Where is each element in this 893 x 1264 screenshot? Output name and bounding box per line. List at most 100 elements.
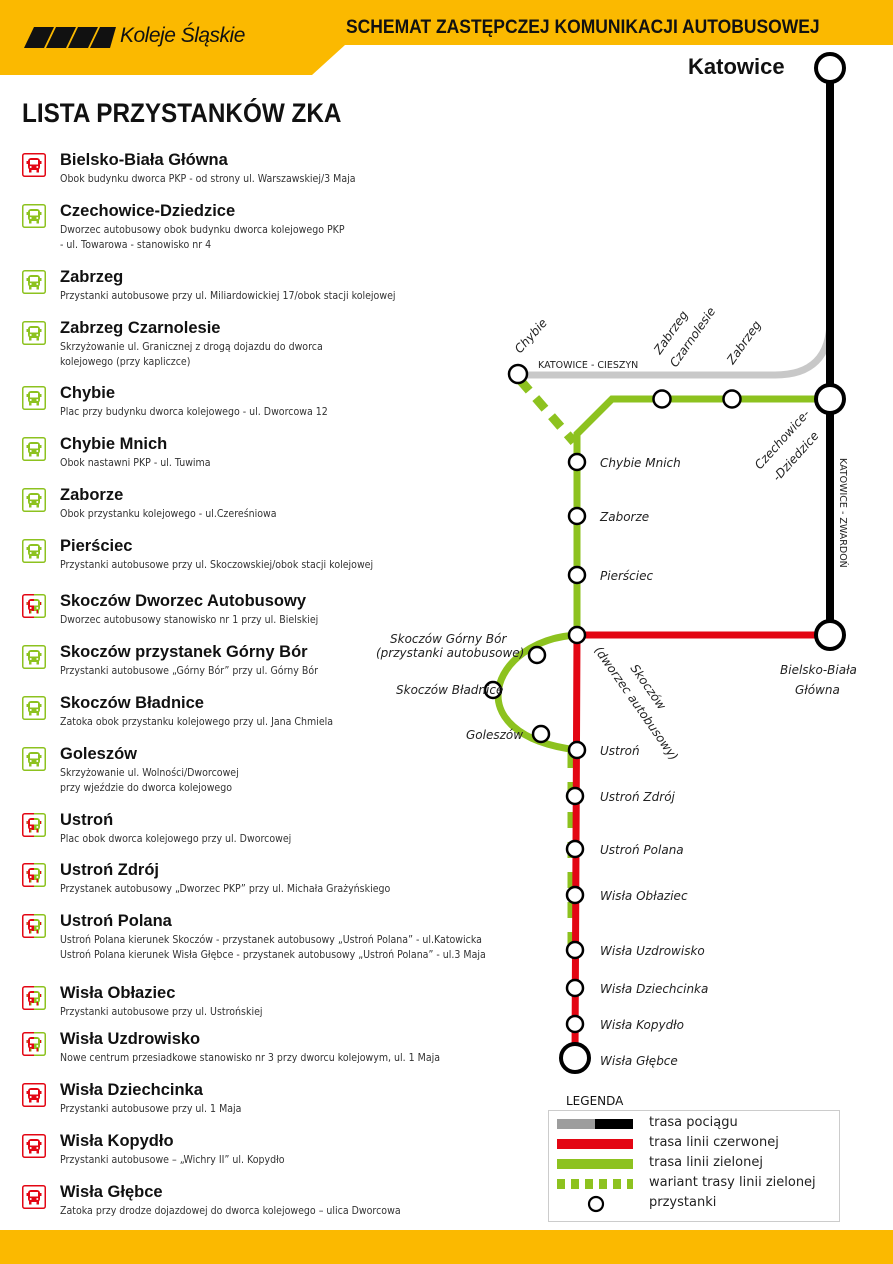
stop-description: Przystanki autobusowe przy ul. 1 Maja [60, 1102, 241, 1117]
stop-name: Czechowice-Dziedzice [60, 202, 236, 220]
legend-item-green-variant: wariant trasy linii zielonej [549, 1175, 839, 1193]
stop-marker-wisla-uzdrowisko [565, 940, 585, 960]
legend-swatch-green [557, 1159, 633, 1169]
stop-description-line: - ul. Towarowa - stanowisko nr 4 [60, 239, 212, 251]
stop-marker-ustron [567, 740, 587, 760]
map-label-goleszow: Goleszów [466, 728, 523, 742]
map-label-wisla-dziechcinka: Wisła Dziechcinka [600, 982, 708, 996]
map-label-wisla-uzdrowisko: Wisła Uzdrowisko [600, 944, 705, 958]
bus-icon [22, 696, 46, 720]
stop-name: Ustroń Polana [60, 912, 172, 930]
stop-description: Przystanki autobusowe – „Wichry II” ul. … [60, 1153, 285, 1168]
stop-description-line: Przystanki autobusowe „Górny Bór” przy u… [60, 665, 319, 677]
legend-item-red-line: trasa linii czerwonej [549, 1135, 839, 1153]
stop-marker-czechowice [814, 383, 846, 415]
stop-description-line: Przystanek autobusowy „Dworzec PKP” przy… [60, 883, 391, 895]
stop-name: Chybie Mnich [60, 435, 168, 453]
stop-description-line: Skrzyżowanie ul. Wolności/Dworcowej [60, 767, 239, 779]
legend-item-stops: przystanki [549, 1195, 839, 1213]
legend-item-green-line: trasa linii zielonej [549, 1155, 839, 1173]
stop-description-line: Obok budynku dworca PKP - od strony ul. … [60, 173, 356, 185]
stop-name: Chybie [60, 384, 116, 402]
stop-description-line: Obok przystanku kolejowego - ul.Czereśni… [60, 508, 277, 520]
legend-swatch-green-dashed [557, 1179, 633, 1189]
stop-description-line: Skrzyżowanie ul. Granicznej z drogą doja… [60, 341, 323, 353]
stop-description-line: Nowe centrum przesiadkowe stanowisko nr … [60, 1052, 441, 1064]
bus-icon [22, 1185, 46, 1209]
map-label-zabrzeg: Zabrzeg [723, 318, 764, 368]
stop-description-line: Zatoka obok przystanku kolejowego przy u… [60, 716, 334, 728]
stop-description: Przystanek autobusowy „Dworzec PKP” przy… [60, 882, 390, 897]
stop-description: Obok budynku dworca PKP - od strony ul. … [60, 172, 356, 187]
green-line [573, 395, 830, 635]
map-label-wisla-glebce: Wisła Głębce [600, 1054, 678, 1068]
stop-marker-chybie [507, 363, 529, 385]
stop-description-line: Plac obok dworca kolejowego przy ul. Dwo… [60, 833, 292, 845]
bus-icon [22, 437, 46, 461]
map-label-bielsko: Bielsko-Biała [780, 663, 857, 677]
line-label-katowice-zwardon: KATOWICE - ZWARDOŃ [837, 458, 849, 568]
stop-description-line: Przystanki autobusowe przy ul. Ustroński… [60, 1006, 263, 1018]
map-label-katowice: Katowice [688, 54, 785, 79]
map-label-wisla-oblaziec: Wisła Obłaziec [600, 889, 688, 903]
bus-icon [22, 270, 46, 294]
stop-description: Nowe centrum przesiadkowe stanowisko nr … [60, 1051, 440, 1066]
stop-circle-icon [587, 1195, 605, 1213]
page-title: SCHEMAT ZASTĘPCZEJ KOMUNIKACJI AUTOBUSOW… [346, 17, 820, 38]
bus-icon [22, 488, 46, 512]
bus-icon [22, 204, 46, 228]
stop-description-line: Obok nastawni PKP - ul. Tuwima [60, 457, 211, 469]
bus-icon [22, 914, 46, 938]
stop-description: Skrzyżowanie ul. Wolności/Dworcowej przy … [60, 766, 239, 796]
stop-description: Dworzec autobusowy obok budynku dworca k… [60, 223, 345, 253]
stop-marker-pierściec [567, 565, 587, 585]
stop-description-line: Przystanki autobusowe przy ul. Skoczowsk… [60, 559, 374, 571]
stop-description-line: Ustroń Polana kierunek Wisła Głębce - pr… [60, 949, 486, 961]
stop-description-line: Przystanki autobusowe – „Wichry II” ul. … [60, 1154, 285, 1166]
header-band [0, 0, 893, 75]
stop-name: Pierściec [60, 537, 133, 555]
green-variant-line [516, 377, 578, 445]
stop-marker-wisla-dziechcinka [565, 978, 585, 998]
map-label-ustron-polana: Ustroń Polana [600, 843, 684, 857]
stop-marker-bladnice [483, 680, 503, 700]
stop-name: Bielsko-Biała Główna [60, 151, 228, 169]
stop-name: Wisła Obłaziec [60, 984, 176, 1002]
stop-name: Wisła Głębce [60, 1183, 163, 1201]
stop-marker-zaborze [567, 506, 587, 526]
bus-icon [22, 813, 46, 837]
stop-description-line: kolejowego (przy kapliczce) [60, 356, 191, 368]
bus-icon [22, 594, 46, 618]
stop-description: Dworzec autobusowy stanowisko nr 1 przy … [60, 613, 318, 628]
legend-label: trasa linii czerwonej [649, 1135, 779, 1150]
stop-description-line: Zatoka przy drodze dojazdowej do dworca … [60, 1205, 401, 1217]
stop-list-title: LISTA PRZYSTANKÓW ZKA [22, 98, 342, 128]
stop-description: Zatoka obok przystanku kolejowego przy u… [60, 715, 333, 730]
map-label-ustron-zdroj: Ustroń Zdrój [600, 790, 676, 804]
stop-description: Skrzyżowanie ul. Granicznej z drogą doja… [60, 340, 323, 370]
bus-icon [22, 1032, 46, 1056]
map-label-pierściec: Pierściec [600, 569, 653, 583]
stop-description-line: Plac przy budynku dworca kolejowego - ul… [60, 406, 328, 418]
stop-marker-zabrzeg [722, 389, 742, 409]
bus-icon [22, 321, 46, 345]
legend: trasa pociągu trasa linii czerwonej tras… [548, 1110, 840, 1222]
stop-description: Przystanki autobusowe „Górny Bór” przy u… [60, 664, 318, 679]
stop-description: Plac obok dworca kolejowego przy ul. Dwo… [60, 832, 291, 847]
bus-icon [22, 1083, 46, 1107]
stop-description: Obok przystanku kolejowego - ul.Czereśni… [60, 507, 277, 522]
bus-icon [22, 539, 46, 563]
footer-band [0, 1230, 893, 1264]
koleje-slaskie-logo-icon [24, 27, 116, 48]
stop-name: Ustroń [60, 811, 114, 829]
stop-name: Zabrzeg Czarnolesie [60, 319, 221, 337]
stop-description: Przystanki autobusowe przy ul. Miliardow… [60, 289, 396, 304]
legend-item-train: trasa pociągu [549, 1115, 839, 1133]
map-label-chybie-mnich: Chybie Mnich [600, 456, 681, 470]
stop-marker-skoczow [567, 625, 587, 645]
stop-description-line: Ustroń Polana kierunek Skoczów - przysta… [60, 934, 482, 946]
map-label-ustron: Ustroń [600, 744, 640, 758]
bus-icon [22, 863, 46, 887]
stop-description-line: przy wjeździe do dworca kolejowego [60, 782, 233, 794]
bus-icon [22, 747, 46, 771]
